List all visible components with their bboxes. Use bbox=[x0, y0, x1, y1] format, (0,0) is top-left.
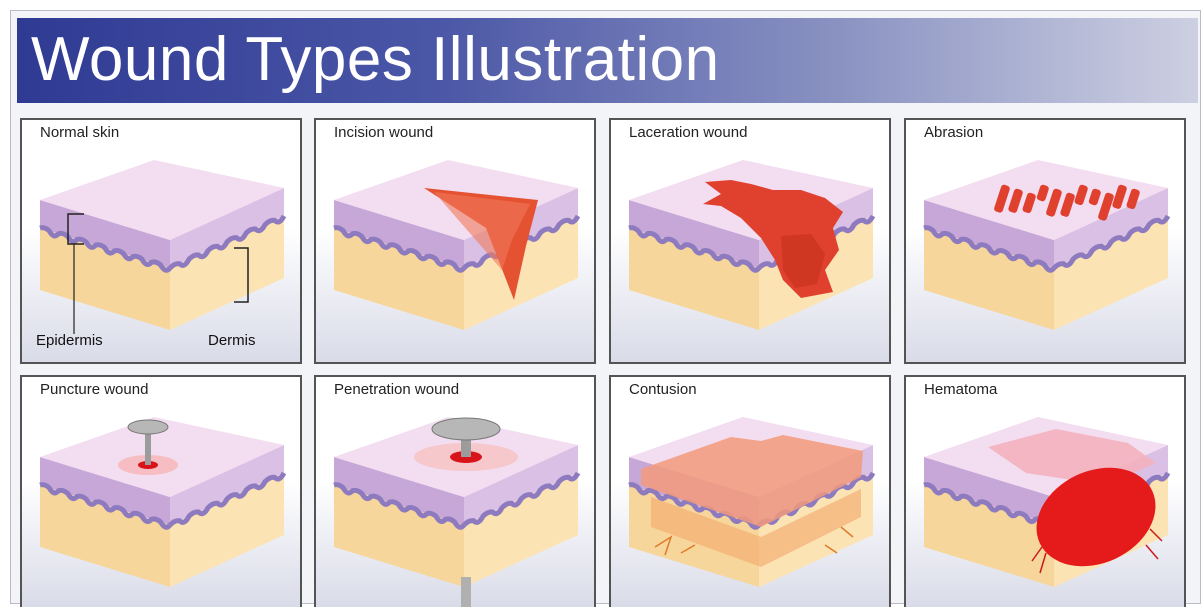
skin-block-diagram bbox=[906, 120, 1186, 364]
panel-incision-wound: Incision wound bbox=[314, 118, 596, 364]
page-title: Wound Types Illustration bbox=[31, 20, 720, 100]
panel-puncture-wound: Puncture wound bbox=[20, 375, 302, 607]
panel-hematoma: Hematoma bbox=[904, 375, 1186, 607]
skin-block-diagram bbox=[22, 120, 302, 364]
skin-block-diagram bbox=[316, 120, 596, 364]
skin-block-diagram bbox=[611, 377, 891, 607]
panel-contusion: Contusion bbox=[609, 375, 891, 607]
title-banner: Wound Types Illustration bbox=[17, 18, 1198, 103]
panel-laceration-wound: Laceration wound bbox=[609, 118, 891, 364]
skin-block-diagram bbox=[316, 377, 596, 607]
skin-block-diagram bbox=[22, 377, 302, 607]
nail-head bbox=[128, 420, 168, 434]
panel-abrasion: Abrasion bbox=[904, 118, 1186, 364]
skin-block-diagram bbox=[611, 120, 891, 364]
panel-penetration-wound: Penetration wound bbox=[314, 375, 596, 607]
epidermis-label: Epidermis bbox=[36, 332, 103, 349]
spike-exit bbox=[461, 577, 471, 607]
skin-block-diagram bbox=[906, 377, 1186, 607]
spike-head bbox=[432, 418, 500, 440]
dermis-label: Dermis bbox=[208, 332, 256, 349]
panel-normal-skin: Normal skin Epidermis Dermis bbox=[20, 118, 302, 364]
